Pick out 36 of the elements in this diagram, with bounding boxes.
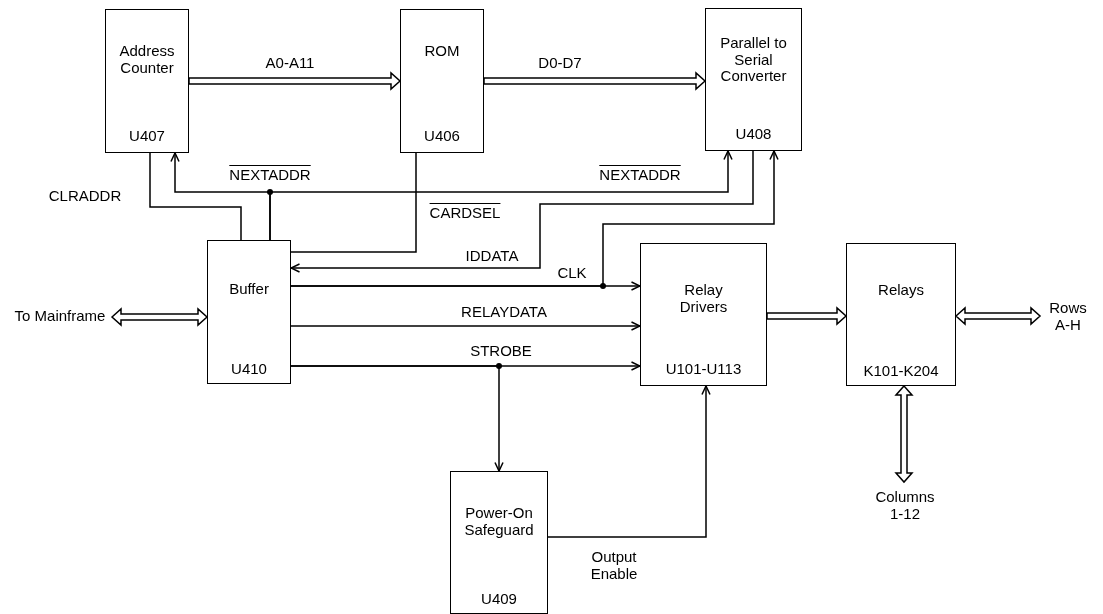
block-box [705, 8, 802, 151]
block-title: Relays [878, 282, 924, 299]
bus-arrow [188, 71, 402, 91]
part-number: U407 [129, 127, 165, 144]
block-title: Relay Drivers [678, 282, 729, 315]
bus-arrow [766, 306, 848, 326]
bus-arrow [483, 71, 707, 91]
block-box [640, 243, 767, 386]
bus-arrow [110, 307, 209, 327]
signal-line [149, 152, 242, 241]
block-title: Address Counter [118, 43, 176, 76]
arrow [290, 321, 641, 331]
bus-arrow [954, 306, 1042, 326]
block-title: Parallel to Serial Converter [719, 35, 788, 85]
bus-arrow [894, 384, 914, 484]
arrow [269, 150, 733, 241]
part-number: U408 [735, 125, 772, 142]
signal-line [290, 152, 417, 253]
part-number: U406 [424, 127, 460, 144]
part-number: U101-U113 [665, 360, 742, 377]
block-box [105, 9, 189, 153]
block-box [400, 9, 484, 153]
arrow [547, 385, 711, 538]
part-number: U410 [231, 360, 267, 377]
arrow [290, 365, 504, 472]
part-number: K101-K204 [863, 362, 939, 379]
block-box [846, 243, 956, 386]
terminal-label: Rows A-H [1048, 299, 1088, 333]
terminal-label: Columns 1-12 [874, 488, 936, 522]
block-title: Power-On Safeguard [463, 505, 535, 538]
block-title: ROM [424, 43, 460, 60]
terminal-label: To Mainframe [14, 307, 106, 325]
part-number: U409 [481, 590, 517, 607]
block-box [207, 240, 291, 384]
block-box [450, 471, 548, 614]
block-title: Buffer [229, 281, 269, 298]
